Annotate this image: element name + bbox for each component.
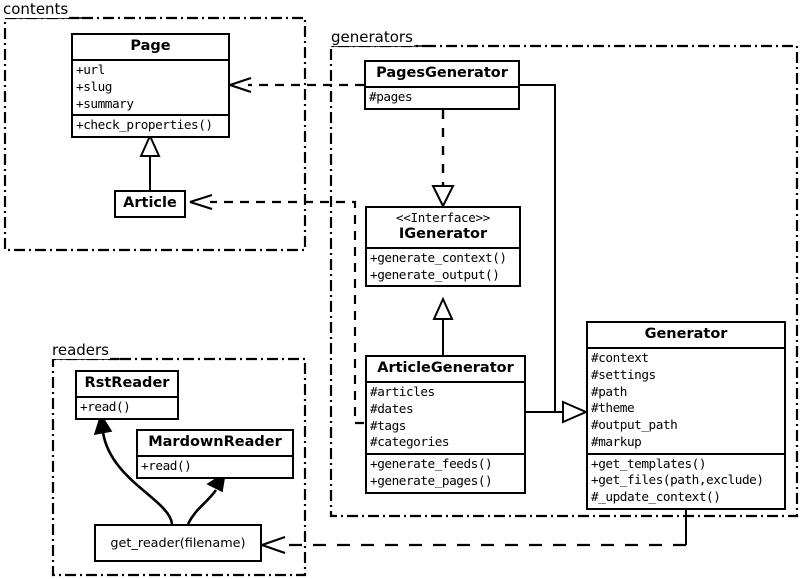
class-page-name: Page — [130, 38, 171, 54]
operation: +get_templates() — [591, 455, 707, 471]
operation: +generate_output() — [370, 266, 500, 282]
class-article-name: Article — [123, 195, 177, 211]
class-igenerator-name: <<Interface>> IGenerator — [367, 208, 519, 247]
attribute: +summary — [76, 95, 134, 111]
class-igenerator[interactable]: <<Interface>> IGenerator +generate_conte… — [365, 206, 521, 288]
relation-articlegenerator-inherits-igenerator — [432, 296, 454, 355]
class-rstreader-name: RstReader — [84, 375, 170, 391]
relation-articlegenerator-assoc-generator — [526, 400, 589, 424]
attribute: #categories — [370, 434, 450, 450]
class-igenerator-stereotype: <<Interface>> — [396, 210, 490, 225]
operation: +check_properties() — [76, 117, 213, 133]
class-mardownreader-name: MardownReader — [148, 434, 282, 450]
attribute: #context — [591, 350, 649, 366]
class-generator-name: Generator — [644, 326, 728, 342]
class-articlegenerator[interactable]: ArticleGenerator #articles #dates #tags … — [365, 355, 526, 494]
class-generator-attributes: #context #settings #path #theme #output_… — [588, 347, 784, 453]
class-igenerator-operations: +generate_context() +generate_output() — [367, 246, 519, 286]
package-label-contents: contents — [2, 0, 70, 18]
class-page[interactable]: Page +url +slug +summary +check_properti… — [71, 33, 230, 139]
operation: +generate_context() — [370, 249, 507, 265]
operation: +read() — [80, 399, 131, 415]
relation-pagesgenerator-uses-page — [229, 76, 364, 94]
relation-get_reader-creates-mardownreader — [186, 471, 227, 525]
attribute: #settings — [591, 366, 656, 382]
class-page-attributes: +url +slug +summary — [73, 59, 228, 114]
attribute: #markup — [591, 433, 642, 449]
operation: +generate_pages() — [370, 472, 493, 488]
class-article[interactable]: Article — [114, 190, 186, 219]
relation-pagesgenerator-assoc-generator — [520, 84, 565, 413]
class-igenerator-label: IGenerator — [398, 225, 488, 242]
class-pagesgenerator-name: PagesGenerator — [376, 65, 508, 81]
relation-pagesgenerator-realizes-igenerator — [431, 110, 455, 209]
function-get-reader[interactable]: get_reader(filename) — [94, 524, 262, 562]
operation: +generate_feeds() — [370, 456, 493, 472]
class-mardownreader-operations: +read() — [138, 455, 292, 477]
class-generator[interactable]: Generator #context #settings #path #them… — [586, 321, 786, 510]
relation-article-inherits-page — [139, 133, 161, 190]
function-get-reader-label: get_reader(filename) — [110, 535, 246, 551]
class-rstreader[interactable]: RstReader +read() — [75, 370, 179, 420]
operation: +read() — [141, 458, 192, 474]
class-mardownreader[interactable]: MardownReader +read() — [136, 429, 294, 479]
operation: #_update_context() — [591, 489, 721, 505]
relation-get_reader-creates-rstreader — [93, 413, 174, 525]
package-label-readers: readers — [51, 341, 110, 359]
attribute: +slug — [76, 78, 112, 94]
attribute: #theme — [591, 400, 635, 416]
attribute: #tags — [370, 417, 406, 433]
operation: +get_files(path,exclude) — [591, 472, 764, 488]
attribute: #pages — [369, 89, 413, 105]
class-articlegenerator-operations: +generate_feeds() +generate_pages() — [367, 453, 524, 492]
attribute: #output_path — [591, 417, 678, 433]
attribute: #path — [591, 383, 627, 399]
attribute: #dates — [370, 400, 414, 416]
class-generator-operations: +get_templates() +get_files(path,exclude… — [588, 452, 784, 508]
class-articlegenerator-attributes: #articles #dates #tags #categories — [367, 381, 524, 453]
class-pagesgenerator[interactable]: PagesGenerator #pages — [364, 60, 520, 110]
class-articlegenerator-name: ArticleGenerator — [377, 360, 514, 376]
class-rstreader-operations: +read() — [77, 396, 177, 418]
relation-articlegenerator-uses-article — [189, 193, 364, 425]
class-pagesgenerator-attributes: #pages — [366, 86, 518, 108]
attribute: #articles — [370, 384, 435, 400]
class-page-operations: +check_properties() — [73, 114, 228, 136]
package-boundary-contents — [3, 16, 307, 252]
attribute: +url — [76, 62, 105, 78]
package-boundary-readers — [51, 357, 307, 577]
package-label-generators: generators — [330, 28, 414, 46]
